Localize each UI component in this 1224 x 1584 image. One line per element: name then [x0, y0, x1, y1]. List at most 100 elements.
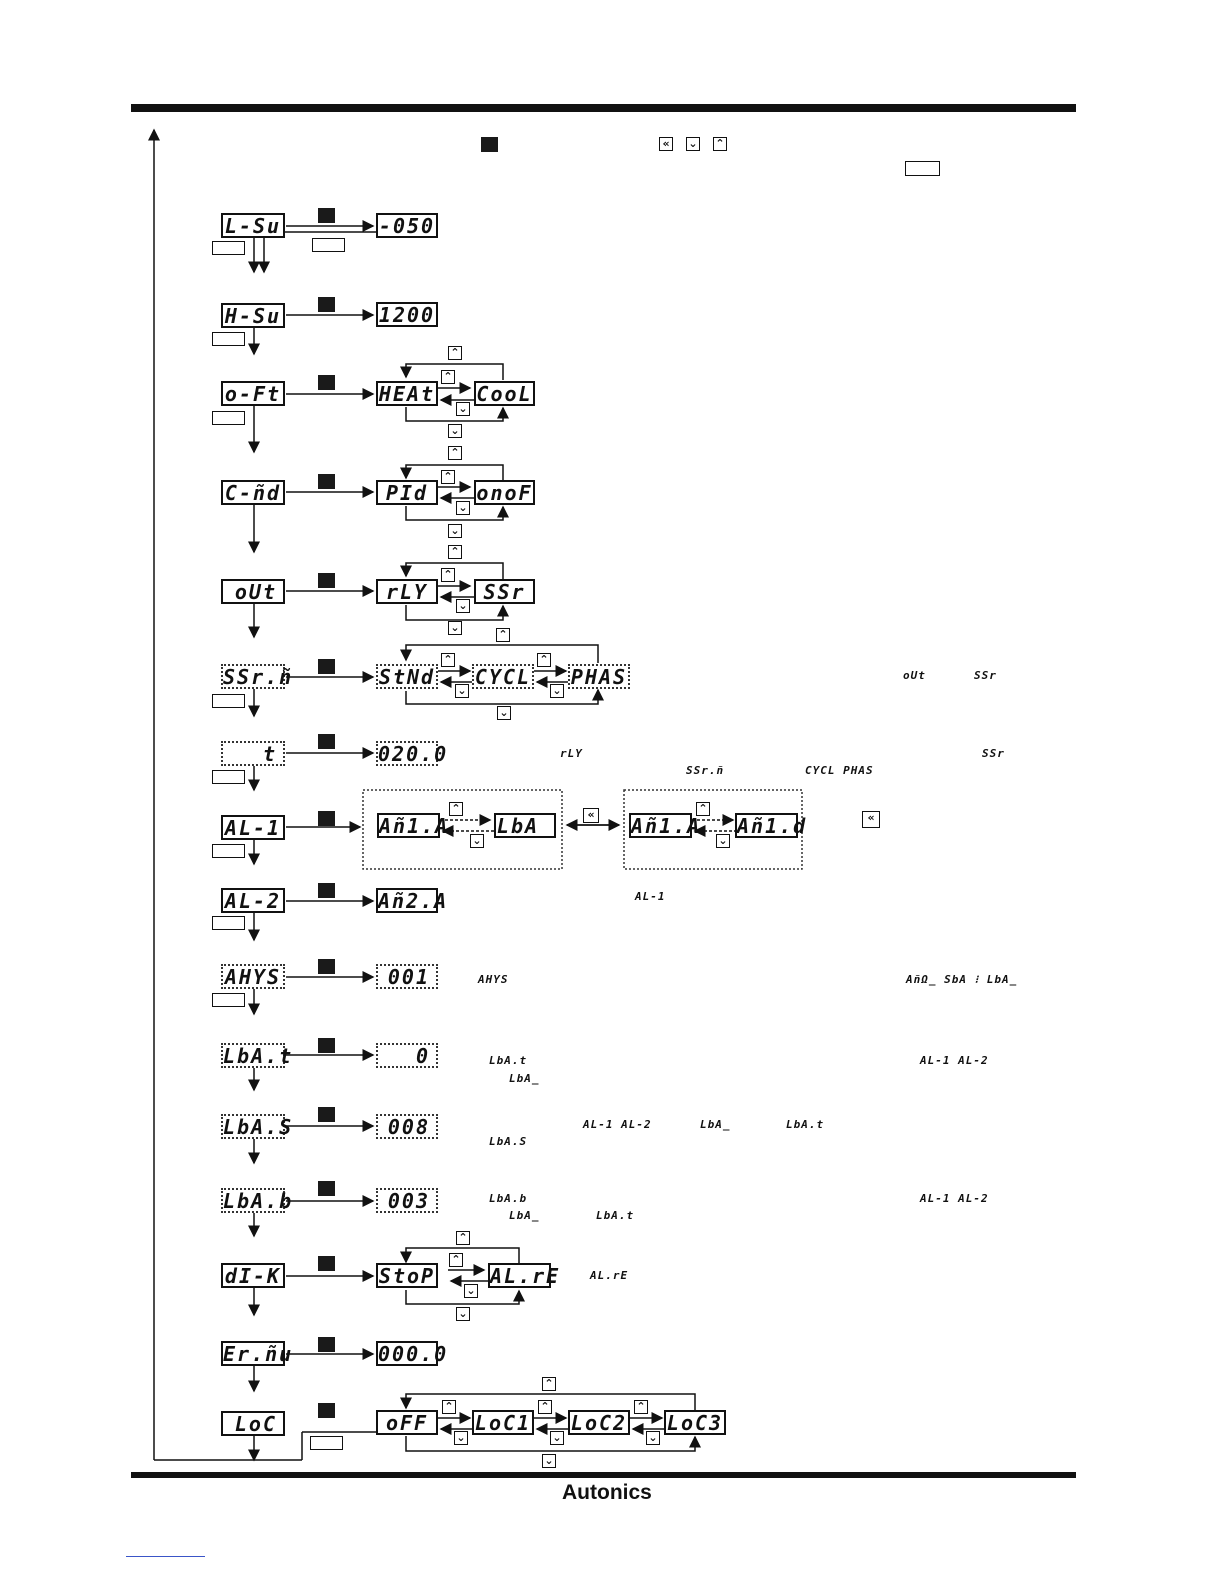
- param-lbas[interactable]: LbA.S: [221, 1114, 294, 1139]
- value-oft-heat[interactable]: HEAt: [376, 381, 438, 406]
- double-up-arrow-icon[interactable]: ⌃: [634, 1400, 648, 1414]
- param-ernu[interactable]: Er.ñu: [221, 1341, 294, 1366]
- double-up-arrow-icon[interactable]: ⌃: [449, 1253, 463, 1267]
- value-al1-a[interactable]: Añ1.A: [377, 813, 450, 838]
- mode-key-icon[interactable]: [212, 332, 245, 346]
- double-up-arrow-icon[interactable]: ⌃: [496, 628, 510, 642]
- set-key-icon[interactable]: [318, 1038, 335, 1053]
- double-left-arrow-icon[interactable]: «: [583, 808, 599, 823]
- double-down-arrow-icon[interactable]: ⌄: [470, 834, 484, 848]
- mode-key-icon[interactable]: [212, 993, 245, 1007]
- value-t[interactable]: 020.0: [376, 741, 449, 766]
- double-down-arrow-icon[interactable]: ⌄: [550, 684, 564, 698]
- double-down-arrow-icon[interactable]: ⌄: [456, 402, 470, 416]
- mode-key-icon[interactable]: [212, 770, 245, 784]
- param-loc[interactable]: LoC: [221, 1411, 285, 1436]
- set-key-icon[interactable]: [318, 734, 335, 749]
- double-down-arrow-icon[interactable]: ⌄: [456, 599, 470, 613]
- mode-key-icon[interactable]: [212, 694, 245, 708]
- param-lbat[interactable]: LbA.t: [221, 1043, 294, 1068]
- param-al1[interactable]: AL-1: [221, 815, 285, 840]
- set-key-icon[interactable]: [481, 137, 498, 152]
- value-cmd-onof[interactable]: onoF: [474, 480, 535, 505]
- set-key-icon[interactable]: [318, 1181, 335, 1196]
- set-key-icon[interactable]: [318, 474, 335, 489]
- double-down-arrow-icon[interactable]: ⌄: [456, 1307, 470, 1321]
- set-key-icon[interactable]: [318, 883, 335, 898]
- double-down-arrow-icon[interactable]: ⌄: [542, 1454, 556, 1468]
- double-down-arrow-icon[interactable]: ⌄: [455, 684, 469, 698]
- double-up-arrow-icon[interactable]: ⌃: [448, 446, 462, 460]
- param-out[interactable]: oUt: [221, 579, 285, 604]
- value-ssrm-stnd[interactable]: StNd: [376, 664, 438, 689]
- double-down-arrow-icon[interactable]: ⌄: [716, 834, 730, 848]
- double-up-arrow-icon[interactable]: ⌃: [696, 802, 710, 816]
- param-t[interactable]: t: [221, 741, 285, 766]
- set-key-icon[interactable]: [318, 659, 335, 674]
- double-down-arrow-icon[interactable]: ⌄: [646, 1431, 660, 1445]
- set-key-icon[interactable]: [318, 1107, 335, 1122]
- value-dik-stop[interactable]: StoP: [376, 1263, 438, 1288]
- mode-key-icon[interactable]: [310, 1436, 343, 1450]
- value-cmd-pid[interactable]: PId: [376, 480, 438, 505]
- value-ahys[interactable]: 001: [376, 964, 438, 989]
- set-key-icon[interactable]: [318, 1256, 335, 1271]
- value-lbat[interactable]: 0: [376, 1043, 438, 1068]
- value-loc-off[interactable]: oFF: [376, 1410, 438, 1435]
- double-up-arrow-icon[interactable]: ⌃: [538, 1400, 552, 1414]
- value-al1-lba[interactable]: LbA_: [494, 813, 556, 838]
- set-key-icon[interactable]: [318, 959, 335, 974]
- param-ahys[interactable]: AHYS: [221, 964, 285, 989]
- value-ssrm-cycl[interactable]: CYCL: [472, 664, 534, 689]
- value-al2[interactable]: Añ2.A: [376, 888, 449, 913]
- param-dik[interactable]: dI-K: [221, 1263, 285, 1288]
- value-lsv[interactable]: -050: [376, 213, 438, 238]
- double-down-arrow-icon[interactable]: ⌄: [448, 524, 462, 538]
- double-up-arrow-icon[interactable]: ⌃: [441, 653, 455, 667]
- double-up-arrow-icon[interactable]: ⌃: [713, 137, 727, 151]
- double-down-arrow-icon[interactable]: ⌄: [464, 1284, 478, 1298]
- double-up-arrow-icon[interactable]: ⌃: [441, 568, 455, 582]
- set-key-icon[interactable]: [318, 811, 335, 826]
- double-up-arrow-icon[interactable]: ⌃: [442, 1400, 456, 1414]
- double-down-arrow-icon[interactable]: ⌄: [686, 137, 700, 151]
- value-loc-3[interactable]: LoC3: [664, 1410, 726, 1435]
- value-dik-alre[interactable]: AL.rE: [488, 1263, 561, 1288]
- value-lbas[interactable]: 008: [376, 1114, 438, 1139]
- param-hsv[interactable]: H-Su: [221, 303, 285, 328]
- double-left-arrow-icon[interactable]: «: [659, 137, 673, 151]
- value-hsv[interactable]: 1200: [376, 302, 438, 327]
- value-loc-1[interactable]: LoC1: [472, 1410, 534, 1435]
- mode-key-icon[interactable]: [312, 238, 345, 252]
- set-key-icon[interactable]: [318, 208, 335, 223]
- value-ssrm-phas[interactable]: PHAS: [568, 664, 630, 689]
- double-down-arrow-icon[interactable]: ⌄: [448, 424, 462, 438]
- double-up-arrow-icon[interactable]: ⌃: [441, 370, 455, 384]
- mode-key-icon[interactable]: [212, 916, 245, 930]
- double-up-arrow-icon[interactable]: ⌃: [456, 1231, 470, 1245]
- value-out-ssr[interactable]: SSr: [474, 579, 535, 604]
- set-key-icon[interactable]: [318, 573, 335, 588]
- param-oft[interactable]: o-Ft: [221, 381, 285, 406]
- double-up-arrow-icon[interactable]: ⌃: [448, 346, 462, 360]
- param-cmd[interactable]: C-ñd: [221, 480, 285, 505]
- mode-key-icon[interactable]: [905, 161, 940, 176]
- value-al1-d[interactable]: Añ1.d: [735, 813, 808, 838]
- value-lbab[interactable]: 003: [376, 1188, 438, 1213]
- value-out-rly[interactable]: rLY: [376, 579, 438, 604]
- param-lsv[interactable]: L-Su: [221, 213, 285, 238]
- double-up-arrow-icon[interactable]: ⌃: [537, 653, 551, 667]
- param-lbab[interactable]: LbA.b: [221, 1188, 294, 1213]
- mode-key-icon[interactable]: [212, 844, 245, 858]
- double-up-arrow-icon[interactable]: ⌃: [448, 545, 462, 559]
- set-key-icon[interactable]: [318, 1337, 335, 1352]
- param-ssrm[interactable]: SSr.ñ: [221, 664, 294, 689]
- set-key-icon[interactable]: [318, 1403, 335, 1418]
- double-left-arrow-icon[interactable]: «: [862, 811, 880, 828]
- value-oft-cool[interactable]: CooL: [474, 381, 535, 406]
- value-ernu[interactable]: 000.0: [376, 1341, 449, 1366]
- double-down-arrow-icon[interactable]: ⌄: [448, 621, 462, 635]
- double-up-arrow-icon[interactable]: ⌃: [542, 1377, 556, 1391]
- double-down-arrow-icon[interactable]: ⌄: [497, 706, 511, 720]
- double-down-arrow-icon[interactable]: ⌄: [456, 501, 470, 515]
